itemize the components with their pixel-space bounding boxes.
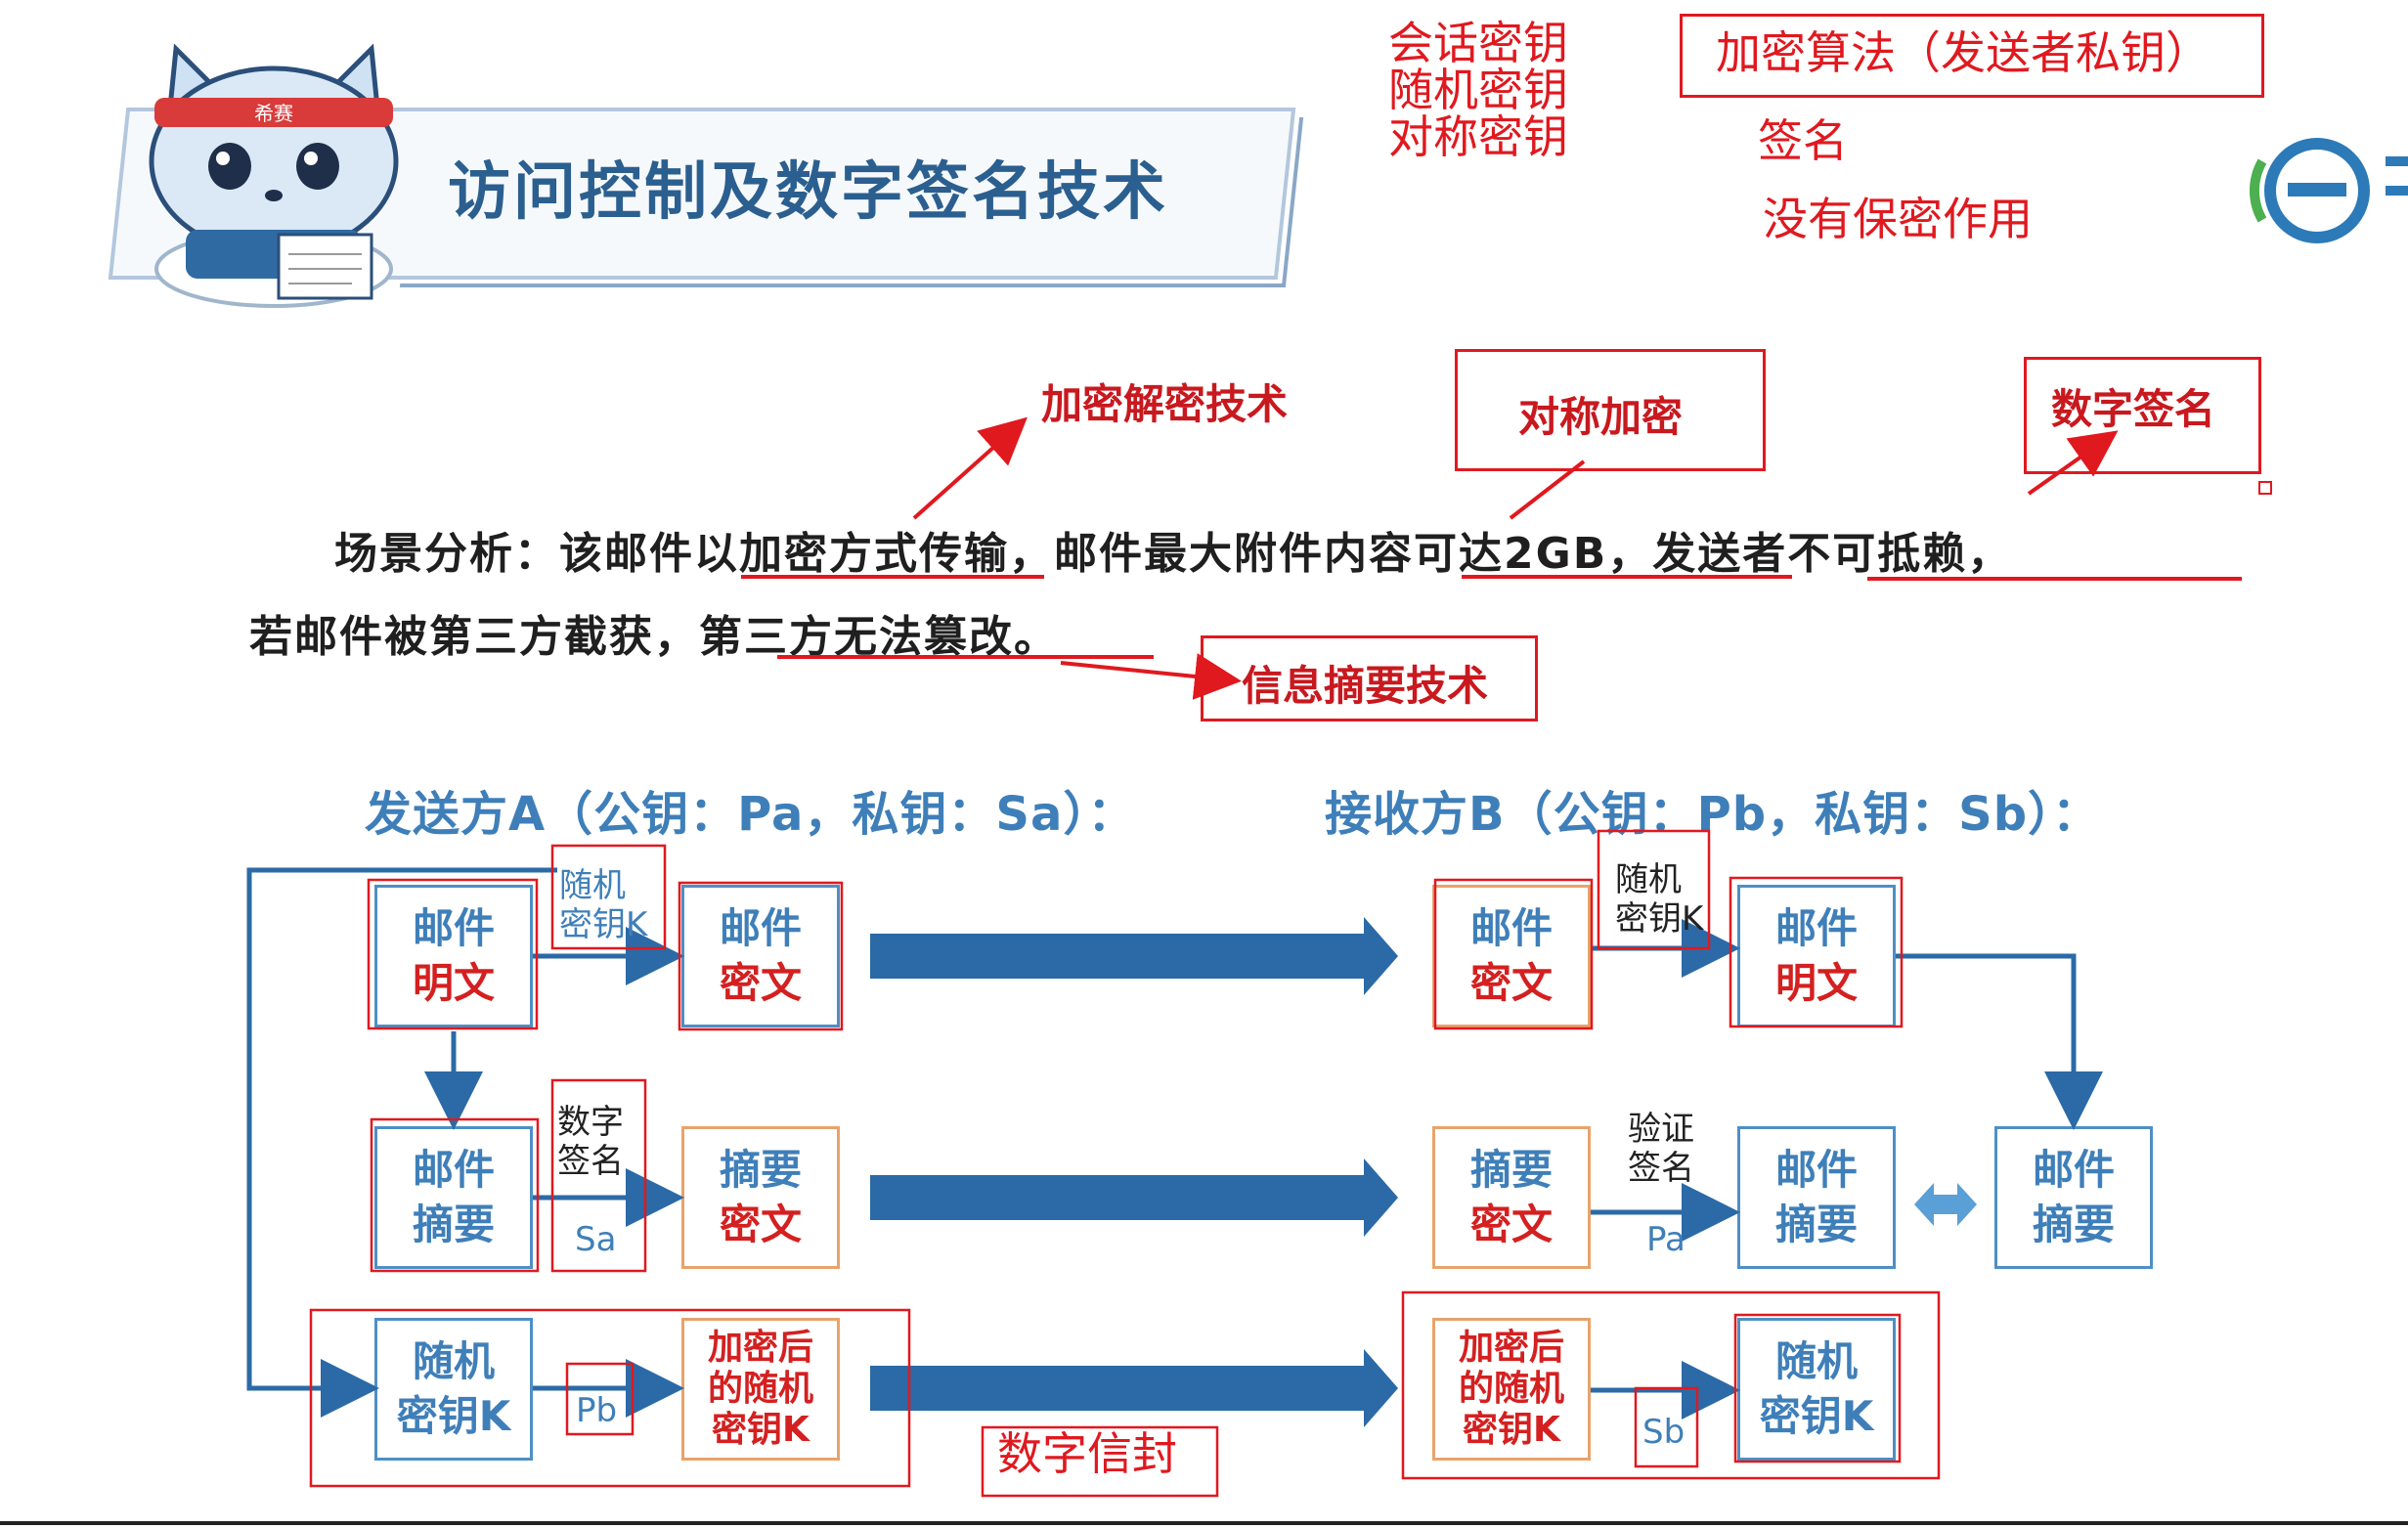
annotation-symmetric-box [1455, 349, 1766, 471]
note-signature: 签名 [1758, 114, 1848, 167]
receiver-computed-digest-box: 邮件 摘要 [1994, 1126, 2153, 1269]
receiver-hash-arrow [1896, 953, 2103, 1130]
page-title: 访问控制及数字签名技术 [448, 156, 1168, 229]
receiver-random-key-label: 随机 密钥K [1615, 860, 1704, 939]
receiver-digest-cipher-box: 摘要 密文 [1432, 1126, 1591, 1269]
symmetric-pointer [1509, 459, 1586, 520]
digest-tech-pointer [1060, 653, 1242, 700]
annotation-handle [2258, 481, 2272, 495]
annotation-signature-box [2024, 357, 2261, 474]
receiver-random-key-box: 随机 密钥K [1737, 1318, 1896, 1461]
sender-sa-label: Sa [575, 1220, 617, 1259]
receiver-ciphertext-box: 邮件 密文 [1432, 885, 1591, 1027]
note-symmetric-key: 对称密钥 [1388, 110, 1568, 163]
annotation-encrypt-tech: 加密解密技术 [1041, 380, 1289, 428]
brand-logo-icon [2249, 138, 2408, 243]
scenario-line-2: 若邮件被第三方截获，第三方无法篡改。 [249, 612, 1059, 662]
transmit-arrows [870, 917, 1398, 1427]
cat-mascot-icon: 希赛 [149, 43, 399, 308]
receiver-verify-label: 验证 签名 [1628, 1110, 1694, 1188]
transmit-arrow-cipher [870, 917, 1398, 995]
transmit-arrow-key [870, 1349, 1398, 1427]
sender-sign-label: 数字 签名 [557, 1103, 624, 1181]
sender-random-key-box: 随机 密钥K [374, 1318, 533, 1461]
annotation-digest-tech: 信息摘要技术 [1242, 662, 1489, 710]
annotation-digital-signature: 数字签名 [2051, 385, 2216, 433]
sender-plaintext-box: 邮件 明文 [374, 885, 533, 1027]
red-highlight-boxes [309, 829, 1941, 1498]
note-algorithm: 加密算法（发送者私钥） [1716, 26, 2211, 79]
sender-encrypted-key-box: 加密后 的随机 密钥K [681, 1318, 840, 1461]
sender-ciphertext-box: 邮件 密文 [681, 885, 840, 1027]
sender-digest-cipher-box: 摘要 密文 [681, 1126, 840, 1269]
note-random-key: 随机密钥 [1388, 64, 1568, 116]
bottom-divider [0, 1521, 2408, 1525]
annotation-digital-envelope: 数字信封 [997, 1427, 1177, 1480]
encrypt-tech-pointer [912, 416, 1028, 520]
cat-headband-text: 希赛 [254, 102, 293, 125]
note-algorithm-box [1680, 14, 2264, 98]
transmit-arrow-digest [870, 1158, 1398, 1237]
sender-header: 发送方A（公钥：Pa，私钥：Sa）： [365, 787, 1136, 842]
sender-random-key-label: 随机 密钥K [559, 866, 648, 944]
sender-pb-label: Pb [576, 1391, 618, 1430]
scenario-line-1: 场景分析：该邮件以加密方式传输，邮件最大附件内容可达2GB，发送者不可抵赖， [334, 529, 2013, 579]
receiver-encrypted-key-box: 加密后 的随机 密钥K [1432, 1318, 1591, 1461]
compare-double-arrow-icon [1914, 1183, 1977, 1226]
annotation-symmetric: 对称加密 [1518, 393, 1684, 441]
sender-key-loop-line [246, 867, 557, 1418]
sender-digest-box: 邮件 摘要 [374, 1126, 533, 1269]
signature-pointer [2027, 430, 2119, 496]
note-no-secrecy: 没有保密作用 [1763, 193, 2033, 245]
receiver-sb-label: Sb [1642, 1413, 1686, 1452]
receiver-pa-label: Pa [1646, 1220, 1686, 1259]
receiver-header: 接收方B（公钥：Pb，私钥：Sb）： [1325, 787, 2101, 842]
note-session-key: 会话密钥 [1388, 17, 1568, 69]
